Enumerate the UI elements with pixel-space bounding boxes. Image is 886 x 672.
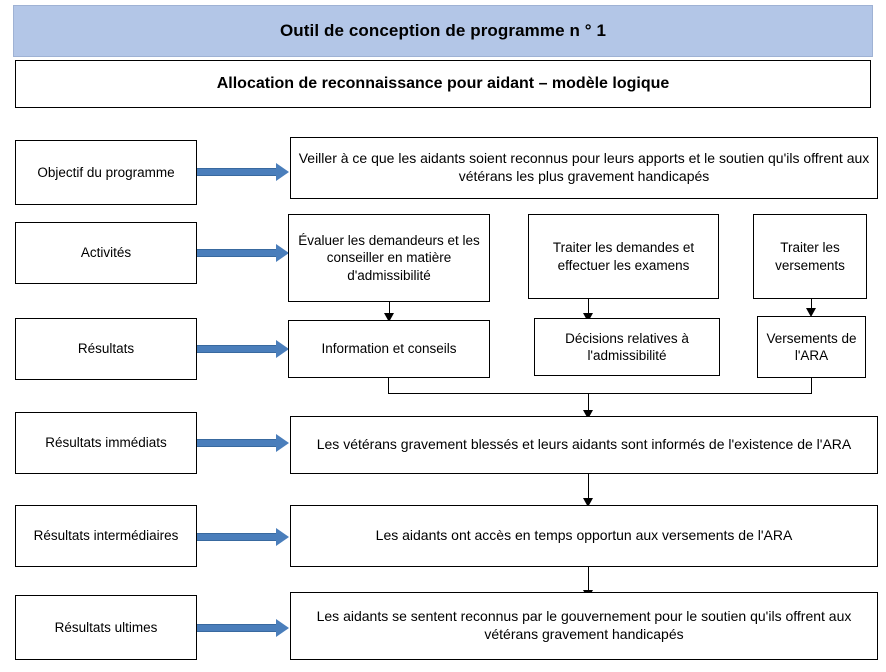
arrow-to-intermediaires-content — [197, 528, 289, 546]
merge-branch-left — [388, 378, 389, 394]
arrow-head — [276, 163, 289, 181]
diagram-title-bar: Outil de conception de programme n ° 1 — [13, 5, 873, 57]
result-box-information: Information et conseils — [288, 320, 490, 378]
connector-immediats-to-intermediaires — [588, 474, 589, 500]
merge-arrowhead — [583, 410, 593, 419]
activity-box-text: Évaluer les demandeurs et les conseiller… — [298, 233, 480, 283]
arrow-to-ultimes-content — [197, 619, 289, 637]
content-box-immediats: Les vétérans gravement blessés et leurs … — [290, 416, 878, 474]
arrow-head — [276, 434, 289, 452]
arrow-to-objectif-content — [197, 163, 289, 181]
row-label-objectif: Objectif du programme — [15, 140, 197, 205]
result-box-text: Versements de l'ARA — [766, 330, 857, 363]
arrow-shaft — [197, 168, 276, 176]
row-label-resultats-immediats: Résultats immédiats — [15, 412, 197, 474]
result-box-text: Information et conseils — [321, 341, 457, 357]
row-label-text: Résultats ultimes — [54, 619, 158, 635]
connector-evaluer-to-information-arrowhead — [384, 313, 394, 322]
connector-versements-to-versements-ara — [811, 299, 812, 310]
row-label-text: Résultats intermédiaires — [33, 528, 179, 544]
content-box-text: Veiller à ce que les aidants soient reco… — [298, 150, 870, 184]
row-label-text: Résultats immédiats — [45, 435, 167, 451]
row-label-activites: Activités — [15, 222, 197, 284]
merge-stem — [588, 393, 589, 412]
content-box-ultimes: Les aidants se sentent reconnus par le g… — [290, 592, 878, 660]
arrow-shaft — [197, 533, 276, 541]
row-label-resultats: Résultats — [15, 318, 197, 380]
merge-bar — [388, 393, 812, 394]
arrow-head — [276, 244, 289, 262]
result-box-text: Décisions relatives à l'admissibilité — [565, 330, 689, 363]
content-box-text: Les aidants ont accès en temps opportun … — [375, 527, 793, 544]
activity-box-evaluer: Évaluer les demandeurs et les conseiller… — [288, 214, 490, 302]
connector-demandes-to-decisions-arrowhead — [583, 313, 593, 322]
arrow-to-immediats-content — [197, 434, 289, 452]
diagram-title: Outil de conception de programme n ° 1 — [279, 21, 607, 40]
arrow-head — [276, 619, 289, 637]
result-box-decisions: Décisions relatives à l'admissibilité — [534, 318, 720, 376]
connector-intermediaires-to-ultimes — [588, 567, 589, 592]
row-label-resultats-intermediaires: Résultats intermédiaires — [15, 505, 197, 567]
arrow-shaft — [197, 249, 276, 257]
diagram-subtitle: Allocation de reconnaissance pour aidant… — [216, 75, 670, 92]
arrow-shaft — [197, 345, 276, 353]
content-box-objectif: Veiller à ce que les aidants soient reco… — [290, 137, 878, 199]
connector-demandes-to-decisions — [588, 299, 589, 315]
content-box-text: Les vétérans gravement blessés et leurs … — [316, 436, 852, 453]
arrow-shaft — [197, 624, 276, 632]
activity-box-traiter-versements: Traiter les versements — [753, 214, 867, 299]
connector-immediats-to-intermediaires-arrowhead — [583, 498, 593, 507]
row-label-text: Objectif du programme — [37, 164, 175, 180]
arrow-shaft — [197, 439, 276, 447]
activity-box-text: Traiter les versements — [775, 240, 845, 273]
arrow-to-activites-content — [197, 244, 289, 262]
result-box-versements-ara: Versements de l'ARA — [757, 316, 866, 378]
row-label-resultats-ultimes: Résultats ultimes — [15, 595, 197, 660]
content-box-text: Les aidants se sentent reconnus par le g… — [316, 608, 852, 642]
activity-box-traiter-demandes: Traiter les demandes et effectuer les ex… — [528, 214, 719, 299]
content-box-intermediaires: Les aidants ont accès en temps opportun … — [290, 505, 878, 567]
arrow-head — [276, 528, 289, 546]
arrow-to-resultats-content — [197, 340, 289, 358]
row-label-text: Résultats — [77, 341, 135, 357]
row-label-text: Activités — [80, 245, 132, 261]
connector-versements-to-versements-ara-arrowhead — [806, 308, 816, 317]
diagram-subtitle-box: Allocation de reconnaissance pour aidant… — [15, 60, 871, 108]
arrow-head — [276, 340, 289, 358]
connector-evaluer-to-information — [389, 302, 390, 315]
merge-branch-right — [811, 378, 812, 394]
activity-box-text: Traiter les demandes et effectuer les ex… — [552, 240, 695, 273]
